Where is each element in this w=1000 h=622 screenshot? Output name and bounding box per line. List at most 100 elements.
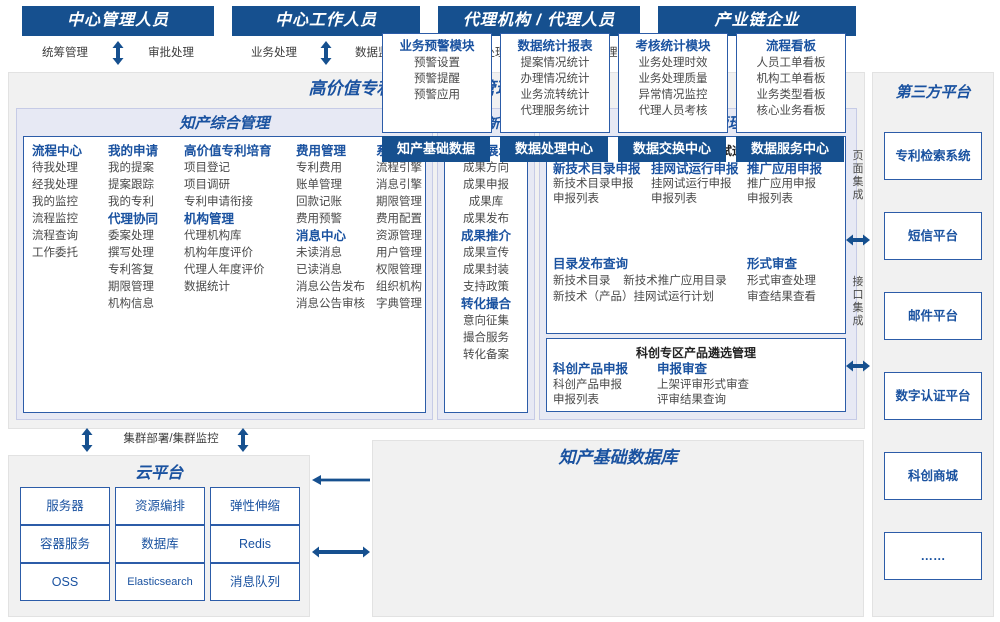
zc-item[interactable]: 未读消息 — [296, 247, 342, 259]
db-module-title[interactable]: 数据统计报表 — [517, 39, 593, 53]
zc-item[interactable]: 已读消息 — [296, 264, 342, 276]
zc-item[interactable]: 消息公告发布 — [296, 281, 365, 293]
cg-item[interactable]: 转化备案 — [463, 349, 509, 361]
zc-category[interactable]: 高价值专利培育 — [184, 144, 272, 158]
zc-item[interactable]: 资源管理 — [376, 230, 422, 242]
db-module-item[interactable]: 提案情况统计 — [520, 57, 590, 69]
zc-category[interactable]: 消息中心 — [296, 229, 347, 243]
zc-item[interactable]: 工作委托 — [32, 247, 78, 259]
cp-item[interactable]: 形式审查处理 — [747, 275, 816, 287]
cp-item[interactable]: 科创产品申报 — [553, 379, 622, 391]
cp-item[interactable]: 申报列表 — [747, 193, 793, 205]
zc-item[interactable]: 经我处理 — [32, 179, 78, 191]
cg-item[interactable]: 成果封装 — [463, 264, 509, 276]
cg-category[interactable]: 转化撮合 — [460, 297, 511, 311]
zc-item[interactable]: 待我处理 — [32, 162, 78, 174]
zc-item[interactable]: 我的提案 — [108, 162, 154, 174]
zc-item[interactable]: 费用配置 — [376, 213, 422, 225]
zc-item[interactable]: 专利费用 — [296, 162, 342, 174]
cp-category[interactable]: 形式审查 — [747, 257, 798, 271]
zc-item[interactable]: 字典管理 — [376, 298, 422, 310]
third-party-item-6[interactable]: …… — [884, 532, 982, 580]
zc-item[interactable]: 项目登记 — [184, 162, 230, 174]
zc-item[interactable]: 费用预警 — [296, 213, 342, 225]
zc-item[interactable]: 期限管理 — [376, 196, 422, 208]
cloud-cell[interactable]: 资源编排 — [115, 487, 205, 525]
zc-category[interactable]: 流程中心 — [32, 144, 83, 158]
cp-item[interactable]: 上架评审形式审查 — [657, 379, 749, 391]
cg-item[interactable]: 支持政策 — [463, 281, 509, 293]
db-module-title[interactable]: 流程看板 — [765, 39, 816, 53]
cp-item[interactable]: 评审结果查询 — [657, 394, 726, 406]
cp-category[interactable]: 推广应用申报 — [747, 162, 823, 176]
db-module-item[interactable]: 异常情况监控 — [638, 89, 708, 101]
zc-item[interactable]: 我的专利 — [108, 196, 154, 208]
cp-category[interactable]: 目录发布查询 — [553, 257, 629, 271]
cg-item[interactable]: 撮合服务 — [463, 332, 509, 344]
db-module-item[interactable]: 业务流转统计 — [520, 89, 590, 101]
zc-category[interactable]: 我的申请 — [108, 144, 159, 158]
zc-item[interactable]: 流程查询 — [32, 230, 78, 242]
cg-item[interactable]: 成果申报 — [463, 179, 509, 191]
db-center-3[interactable]: 数据交换中心 — [618, 136, 726, 162]
db-module-item[interactable]: 代理服务统计 — [520, 105, 590, 117]
third-party-item-4[interactable]: 数字认证平台 — [884, 372, 982, 420]
db-module-item[interactable]: 办理情况统计 — [520, 73, 590, 85]
zc-item[interactable]: 撰写处理 — [108, 247, 154, 259]
cg-category[interactable]: 成果推介 — [460, 229, 511, 243]
zc-item[interactable]: 代理人年度评价 — [184, 264, 265, 276]
db-center-4[interactable]: 数据服务中心 — [736, 136, 844, 162]
cp-category[interactable]: 申报审查 — [657, 362, 708, 376]
zc-item[interactable]: 专利申请衔接 — [184, 196, 253, 208]
zc-item[interactable]: 数据统计 — [184, 281, 230, 293]
cg-item[interactable]: 成果宣传 — [463, 247, 509, 259]
db-center-1[interactable]: 知产基础数据 — [382, 136, 490, 162]
db-module-item[interactable]: 机构工单看板 — [756, 73, 826, 85]
db-module-title[interactable]: 业务预警模块 — [399, 39, 475, 53]
zc-category[interactable]: 代理协同 — [108, 212, 159, 226]
cg-item[interactable]: 成果方向 — [463, 162, 509, 174]
cp-category[interactable]: 科创产品申报 — [553, 362, 629, 376]
zc-item[interactable]: 权限管理 — [376, 264, 422, 276]
cp-item[interactable]: 挂网试运行申报 — [651, 178, 732, 190]
zc-item[interactable]: 提案跟踪 — [108, 179, 154, 191]
cp-item[interactable]: 申报列表 — [553, 193, 599, 205]
actor-title-2[interactable]: 中心工作人员 — [232, 6, 420, 36]
zc-category[interactable]: 机构管理 — [184, 212, 235, 226]
db-module-item[interactable]: 代理人员考核 — [638, 105, 708, 117]
db-center-2[interactable]: 数据处理中心 — [500, 136, 608, 162]
cp-item[interactable]: 新技术（产品）挂网试运行计划 — [553, 291, 714, 303]
db-module-item[interactable]: 预警应用 — [414, 89, 460, 101]
db-module-item[interactable]: 预警提醒 — [414, 73, 460, 85]
cp-category[interactable]: 挂网试运行申报 — [651, 162, 739, 176]
zc-item[interactable]: 流程引擎 — [376, 162, 422, 174]
zc-item[interactable]: 委案处理 — [108, 230, 154, 242]
cp-item[interactable]: 新技术目录 新技术推广应用目录 — [553, 275, 727, 287]
third-party-item-3[interactable]: 邮件平台 — [884, 292, 982, 340]
zc-item[interactable]: 流程监控 — [32, 213, 78, 225]
db-module-item[interactable]: 业务类型看板 — [756, 89, 826, 101]
zc-item[interactable]: 我的监控 — [32, 196, 78, 208]
actor-title-4[interactable]: 产业链企业 — [658, 6, 856, 36]
zc-item[interactable]: 专利答复 — [108, 264, 154, 276]
cloud-cell[interactable]: OSS — [20, 563, 110, 601]
third-party-item-2[interactable]: 短信平台 — [884, 212, 982, 260]
cp-item[interactable]: 申报列表 — [651, 193, 697, 205]
zc-item[interactable]: 机构信息 — [108, 298, 154, 310]
cp-category[interactable]: 新技术目录申报 — [553, 162, 641, 176]
cloud-cell[interactable]: 服务器 — [20, 487, 110, 525]
cloud-cell[interactable]: Elasticsearch — [115, 563, 205, 601]
cloud-cell[interactable]: Redis — [210, 525, 300, 563]
cp-item[interactable]: 申报列表 — [553, 394, 599, 406]
cloud-cell[interactable]: 消息队列 — [210, 563, 300, 601]
third-party-item-5[interactable]: 科创商城 — [884, 452, 982, 500]
cloud-cell[interactable]: 弹性伸缩 — [210, 487, 300, 525]
third-party-item-1[interactable]: 专利检索系统 — [884, 132, 982, 180]
cg-item[interactable]: 意向征集 — [463, 315, 509, 327]
zc-item[interactable]: 组织机构 — [376, 281, 422, 293]
zc-item[interactable]: 回款记账 — [296, 196, 342, 208]
zc-item[interactable]: 消息引擎 — [376, 179, 422, 191]
actor-title-1[interactable]: 中心管理人员 — [22, 6, 214, 36]
cloud-cell[interactable]: 数据库 — [115, 525, 205, 563]
db-module-item[interactable]: 核心业务看板 — [756, 105, 826, 117]
